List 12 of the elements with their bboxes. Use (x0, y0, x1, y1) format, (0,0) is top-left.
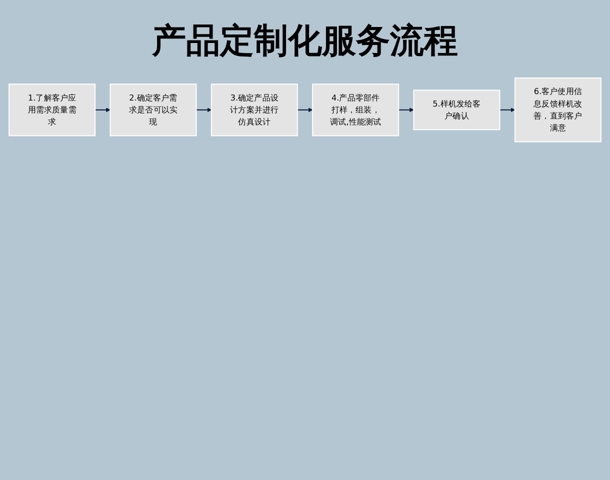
node-box: 2.确定客户需求是否可以实现 (110, 84, 197, 136)
node-box: 4.产品零部件打样，组装，调试,性能测试 (312, 84, 400, 136)
node-box: 6.客户使用信息反馈样机改善，直到客户满意 (514, 78, 602, 142)
arrow (500, 108, 516, 112)
node-box: 3.确定产品设计方案并进行仿真设计 (210, 84, 298, 136)
node-box: 5.样机发给客户确认 (413, 90, 500, 130)
arrow (398, 108, 414, 112)
arrow (196, 108, 212, 112)
title: 产品定制化服务流程 (150, 20, 459, 63)
arrow (95, 108, 110, 112)
node-box: 1.了解客户应用需求质量需求 (8, 84, 96, 136)
arrow (297, 108, 313, 112)
